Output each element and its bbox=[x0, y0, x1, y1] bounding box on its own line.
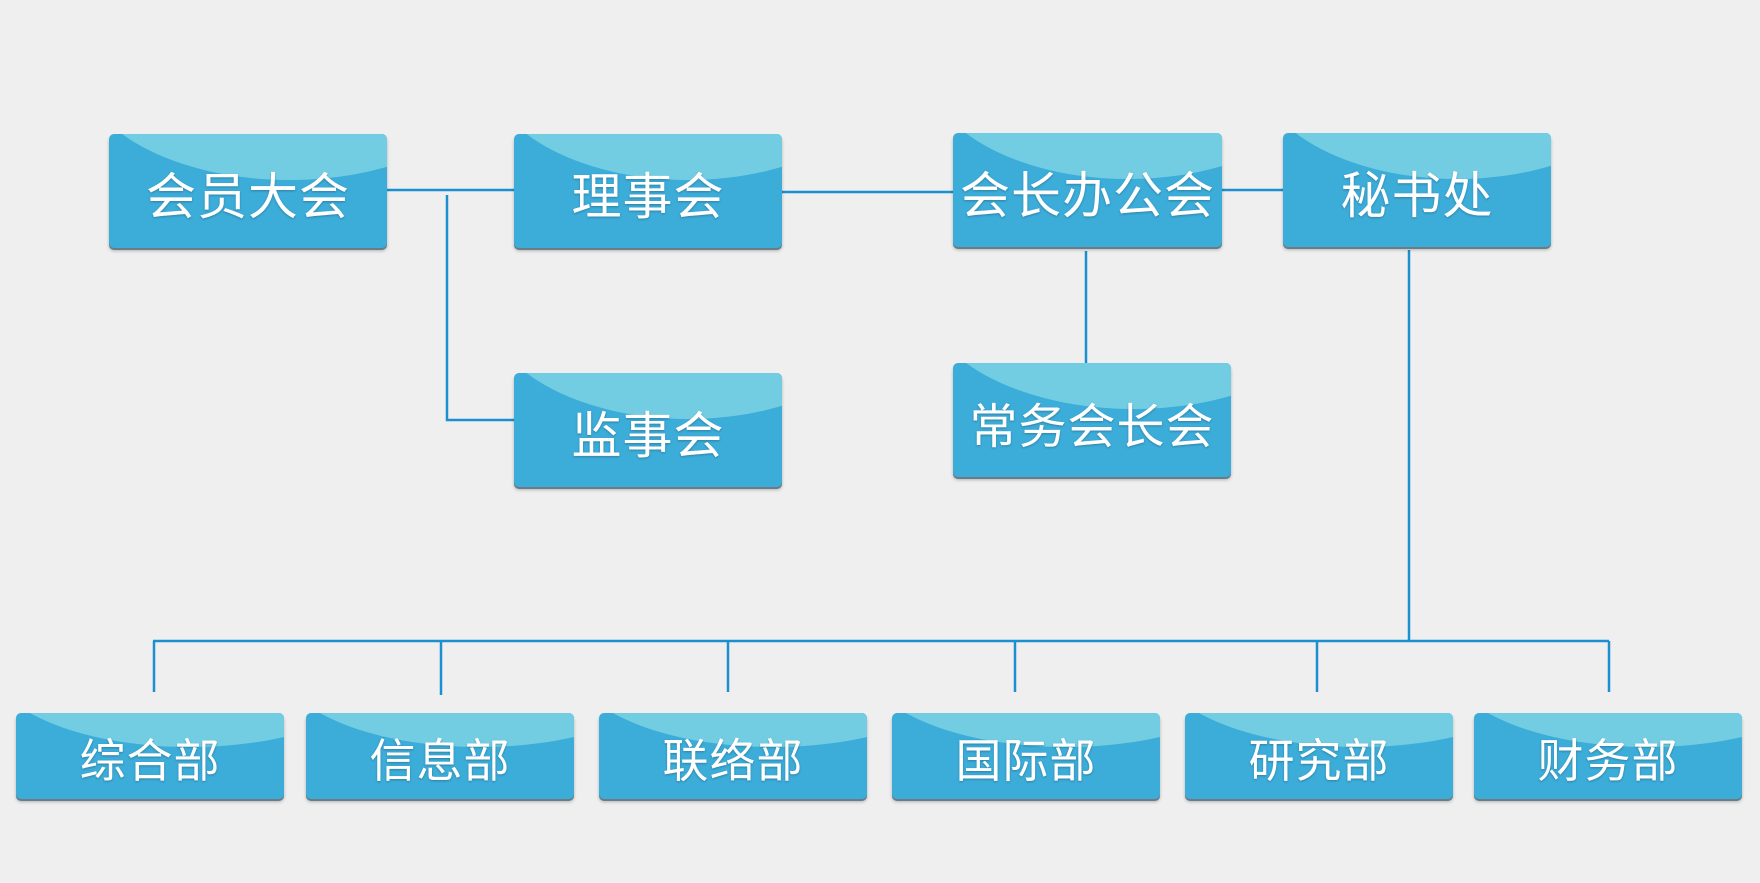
connector-members-supervisors bbox=[445, 195, 514, 422]
node-label: 理事会 bbox=[571, 168, 725, 226]
node-department: 财务部 bbox=[1474, 713, 1742, 799]
node-department: 综合部 bbox=[16, 713, 284, 799]
node-department: 信息部 bbox=[306, 713, 574, 799]
node-label: 监事会 bbox=[571, 407, 725, 465]
node-label: 常务会长会 bbox=[969, 399, 1215, 455]
department-label: 国际部 bbox=[955, 734, 1097, 788]
department-label: 信息部 bbox=[369, 734, 511, 788]
node-label: 秘书处 bbox=[1340, 167, 1494, 225]
department-label: 研究部 bbox=[1248, 734, 1390, 788]
node-president-office: 会长办公会 bbox=[953, 133, 1222, 247]
node-department: 国际部 bbox=[892, 713, 1160, 799]
node-members-assembly: 会员大会 bbox=[109, 134, 387, 248]
department-label: 综合部 bbox=[79, 734, 221, 788]
department-label: 财务部 bbox=[1537, 734, 1679, 788]
department-label: 联络部 bbox=[662, 734, 804, 788]
node-department: 联络部 bbox=[599, 713, 867, 799]
node-label: 会员大会 bbox=[146, 168, 350, 226]
node-supervisors: 监事会 bbox=[514, 373, 782, 487]
node-label: 会长办公会 bbox=[960, 167, 1215, 225]
node-department: 研究部 bbox=[1185, 713, 1453, 799]
node-council: 理事会 bbox=[514, 134, 782, 248]
node-standing-president: 常务会长会 bbox=[953, 363, 1231, 477]
node-secretariat: 秘书处 bbox=[1283, 133, 1551, 247]
